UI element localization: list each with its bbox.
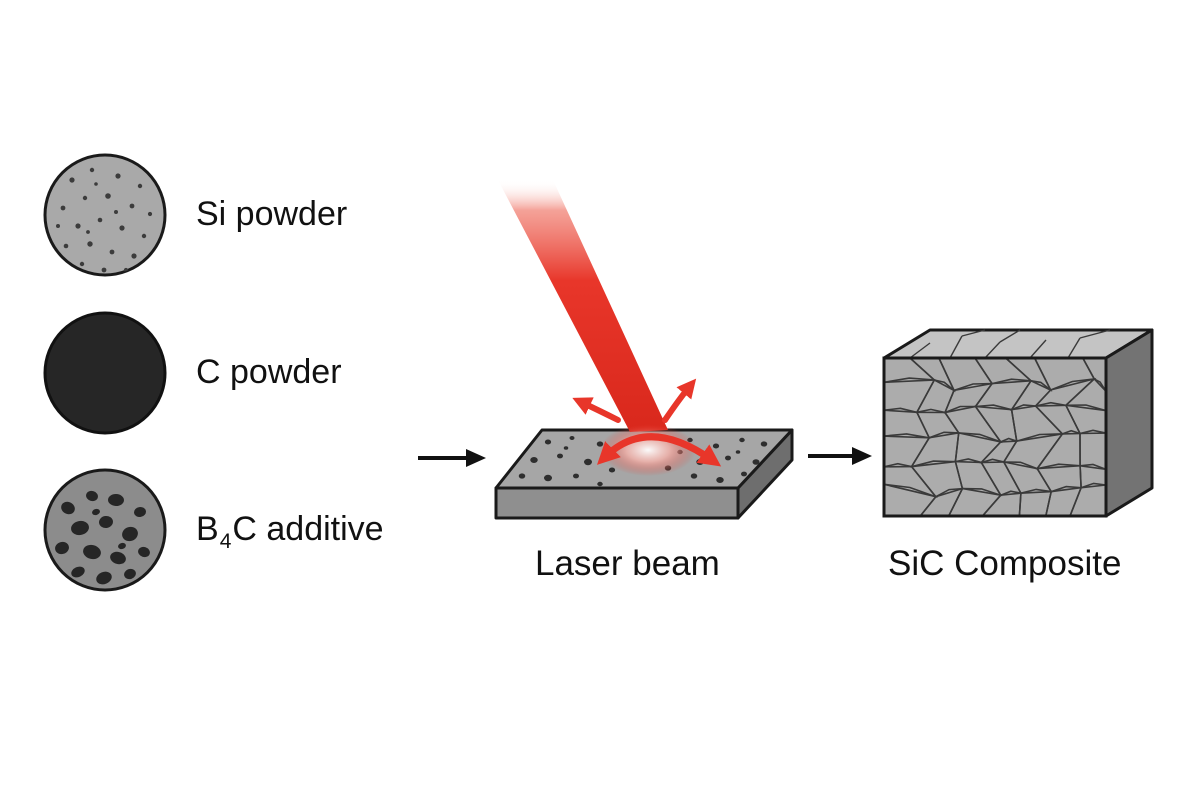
si-grain (141, 233, 147, 239)
si-grain (82, 195, 88, 201)
b4c-label-prefix: B (196, 510, 219, 548)
b4c-grain (118, 542, 126, 550)
si-grain (75, 223, 81, 229)
si-grain (114, 210, 118, 214)
b4c-grain (55, 541, 69, 555)
slab-grain (716, 477, 724, 483)
slab-grain (690, 473, 698, 479)
top-grain-line (1029, 339, 1047, 359)
slab-grain (569, 436, 575, 440)
si-grain (119, 225, 125, 231)
slab-grain (518, 473, 526, 479)
b4c-grain (122, 526, 138, 542)
b4c-grain (108, 493, 124, 507)
si-grain (131, 253, 137, 259)
grain-cell (1079, 429, 1106, 471)
b4c-grain (71, 566, 85, 578)
si-powder-label: Si powder (196, 195, 348, 233)
si-grain (115, 173, 121, 179)
laser-beam-label: Laser beam (535, 544, 720, 583)
c-powder-particle (43, 311, 167, 435)
slab-grain (544, 439, 552, 445)
si-grain (97, 217, 103, 223)
top-grain-line (1067, 337, 1081, 359)
slab-grain (608, 467, 616, 473)
slab-grain (725, 455, 731, 461)
top-grain-line (949, 335, 963, 359)
b4c-grain (96, 571, 112, 585)
b4c-grain (83, 544, 101, 560)
sic-composite-label: SiC Composite (888, 544, 1122, 583)
slab-grain (544, 474, 552, 482)
sic-composite-cube (882, 328, 1154, 518)
slab-grain (557, 453, 563, 459)
si-powder-particle (43, 153, 167, 277)
b4c-grain (71, 520, 89, 536)
top-grain-line (1079, 329, 1111, 339)
slab-grain (760, 441, 768, 447)
si-grain (101, 267, 107, 273)
b4c-grain (138, 546, 150, 558)
b4c-grain (134, 506, 146, 518)
si-grain (86, 230, 90, 234)
top-grain-line (909, 342, 931, 359)
b4c-grain (124, 568, 136, 580)
slab-grain (696, 459, 704, 465)
top-grain-line (961, 329, 986, 337)
slab-grain (573, 473, 579, 479)
top-grain-line (984, 341, 1001, 359)
b4c-grain (92, 508, 100, 516)
slab-grain (735, 450, 741, 454)
grain-cell (1069, 482, 1106, 516)
si-grain (129, 203, 135, 209)
laser-beam (498, 180, 722, 476)
si-grain (147, 211, 153, 217)
slab-grain (752, 459, 760, 465)
si-grain (137, 183, 143, 189)
b4c-grain (61, 501, 75, 515)
b4c-label-suffix: C additive (232, 510, 384, 548)
si-grain (94, 182, 98, 186)
si-grain (69, 177, 75, 183)
slab-grain (597, 481, 603, 487)
b4c-additive-label: B4C additive (196, 510, 384, 552)
slab-grain (530, 457, 538, 463)
spatter-arrow-left (572, 397, 621, 423)
b4c-label-subscript: 4 (219, 530, 232, 553)
grain-cell (1064, 404, 1106, 435)
si-grain (79, 261, 85, 267)
si-grain (63, 243, 69, 249)
si-grain (109, 249, 115, 255)
slab-grain (741, 471, 747, 477)
grain-boundaries (884, 358, 1106, 516)
slab-grain (563, 446, 569, 450)
spatter-arrow-right (662, 378, 697, 423)
b4c-additive-particle (43, 468, 167, 592)
si-grain (87, 241, 93, 247)
slab-grain (739, 437, 745, 443)
si-powder-grains (56, 167, 153, 273)
b4c-grain (99, 515, 113, 529)
slab-grain (584, 458, 592, 466)
grain-cell (1064, 377, 1106, 412)
top-grain-line (999, 329, 1021, 343)
heat-flow-arrow (596, 433, 722, 467)
si-grain (60, 205, 66, 211)
c-powder-label: C powder (196, 353, 342, 391)
slab-grain (712, 443, 720, 449)
arrow-right-icon (418, 449, 486, 467)
b4c-additive-grains (55, 490, 150, 585)
b4c-grain (110, 551, 126, 565)
grain-cell (1079, 463, 1106, 489)
si-grain (105, 193, 111, 199)
arrow-right-icon (808, 447, 872, 465)
b4c-grain (86, 490, 98, 502)
si-grain (56, 224, 60, 228)
si-grain (89, 167, 95, 173)
top-grain-boundaries (909, 329, 1111, 359)
grain-cell (1081, 358, 1106, 393)
